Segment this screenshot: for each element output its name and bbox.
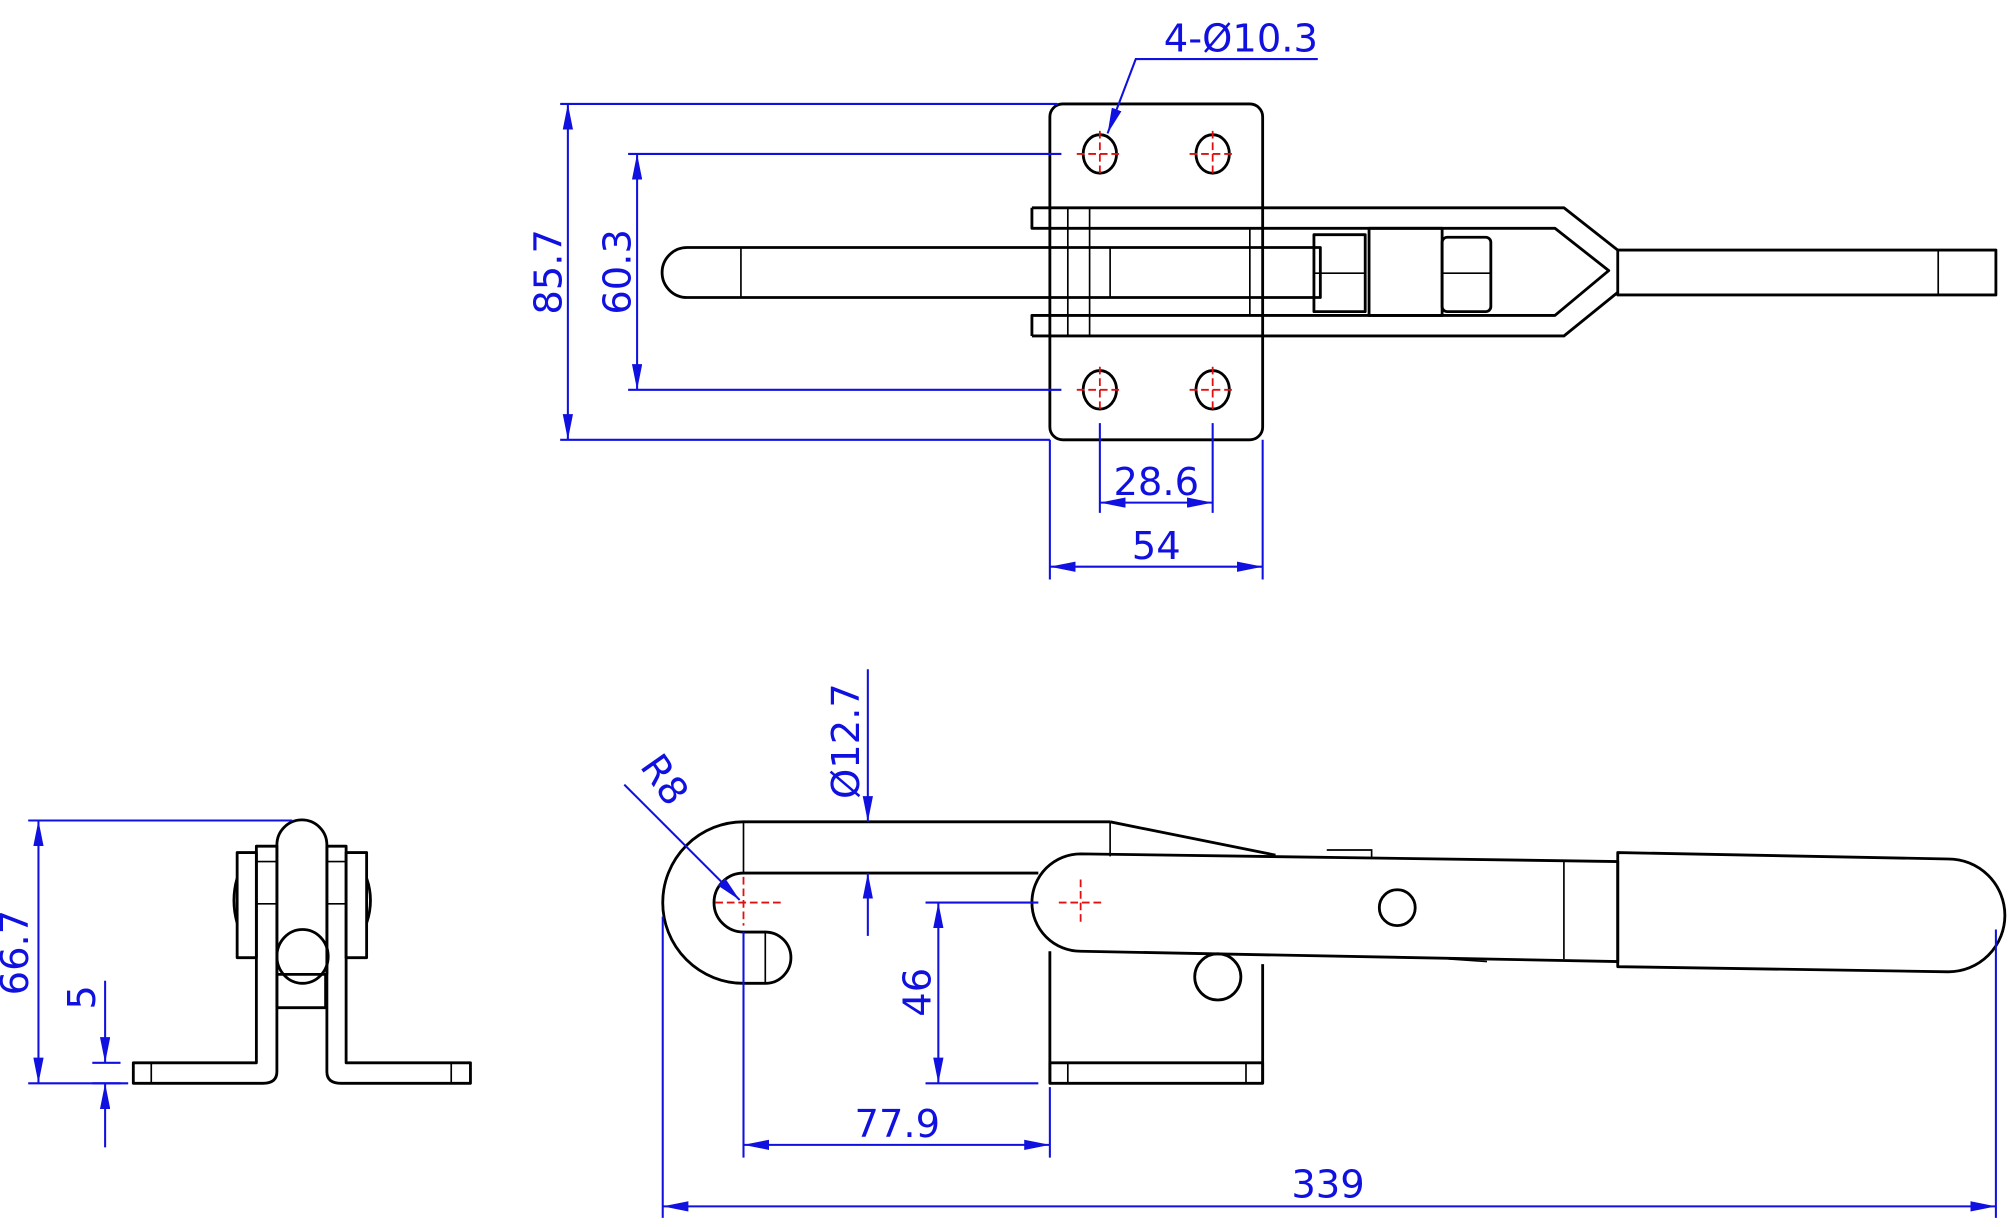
adjusting-nuts	[1312, 226, 1493, 317]
left-bracket	[131, 844, 279, 1085]
end-view: 66.7 5	[0, 818, 472, 1148]
dim-77-9: 77.9	[742, 932, 1051, 1158]
dim-5: 5	[60, 980, 121, 1148]
link-pin	[1193, 952, 1243, 1002]
rod-end	[1616, 248, 1998, 297]
dim-label: Ø12.7	[824, 683, 869, 799]
handle-end	[275, 818, 329, 975]
dim-54: 54	[1048, 439, 1264, 580]
dim-46: 46	[896, 901, 1039, 1085]
plunger-rod	[660, 246, 1322, 299]
dim-339: 339	[661, 916, 1997, 1218]
hook-bar	[661, 820, 1111, 985]
dim-r8: R8	[623, 746, 741, 901]
dim-66-7: 66.7	[0, 819, 293, 1085]
top-view: 85.7 60.3 28.6 54 4-Ø10.3	[526, 16, 1998, 580]
dim-85-7: 85.7	[526, 102, 1058, 441]
holes-callout: 4-Ø10.3	[1106, 16, 1318, 134]
frame	[1030, 206, 1619, 338]
dim-label: 4-Ø10.3	[1164, 16, 1318, 61]
base-plate-side	[1048, 1061, 1265, 1085]
handle-grip	[1616, 851, 2007, 974]
dim-rod-diameter: Ø12.7	[824, 669, 873, 936]
dim-label: 5	[60, 985, 105, 1009]
dim-label: R8	[631, 746, 697, 814]
dim-label: 339	[1291, 1162, 1364, 1207]
dim-label: 60.3	[596, 229, 641, 315]
pivot-pin	[275, 928, 330, 985]
right-bracket	[325, 844, 472, 1085]
dim-60-3: 60.3	[596, 152, 1062, 391]
side-view: Ø12.7 R8 46 77.9 339	[623, 669, 2007, 1218]
mounting-holes	[1076, 130, 1236, 413]
dim-label: 54	[1132, 524, 1181, 569]
handle-lever	[1030, 852, 1620, 963]
dim-label: 46	[896, 968, 941, 1017]
dim-label: 28.6	[1113, 460, 1199, 505]
dim-label: 85.7	[526, 229, 571, 315]
dim-28-6: 28.6	[1098, 423, 1214, 513]
pivot-hole	[1377, 888, 1417, 928]
dim-label: 77.9	[855, 1102, 941, 1147]
dim-label: 66.7	[0, 910, 38, 996]
